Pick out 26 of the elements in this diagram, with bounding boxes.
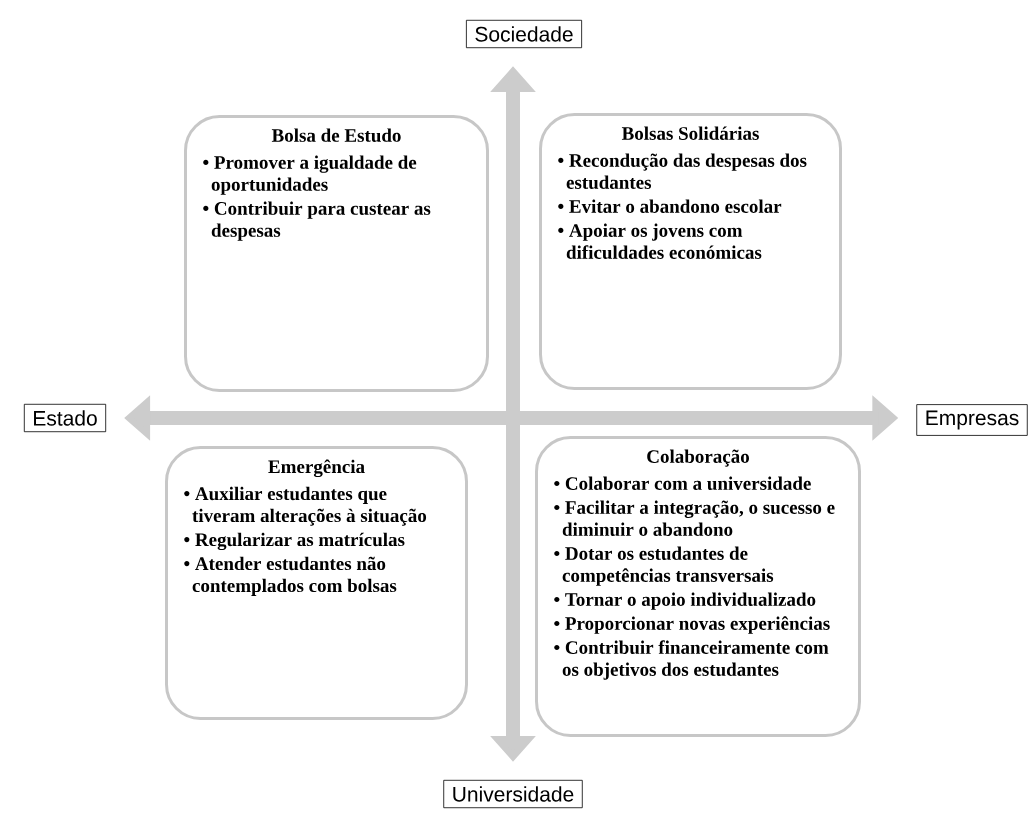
rounded-box <box>539 113 842 390</box>
bullet-item: • Recondução das despesas dos estudantes <box>558 153 807 189</box>
bullet-item: • Auxiliar estudantes que tiveram alterações à situação <box>184 486 427 526</box>
rounded-box <box>535 436 861 737</box>
bullet-item: • Dotar os estudantes de competências transversais <box>554 546 774 586</box>
rounded-box <box>165 446 468 720</box>
axis-label-box: Estado <box>23 403 107 433</box>
axis-label-box: Sociedade <box>466 19 583 49</box>
bullet-item: • Atender estudantes não contemplados com bolsas <box>184 556 397 596</box>
bullet-item: • Contribuir financeiramente com os objetivos dos estudantes <box>554 640 829 680</box>
bullet-item: • Tornar o apoio individualizado <box>554 592 816 610</box>
bullet-item: • Contribuir para custear as despesas <box>203 201 431 241</box>
bullet-item: • Facilitar a integração, o sucesso e diminuir o abandono <box>554 500 835 536</box>
box-heading: Bolsas Solidárias <box>621 126 759 140</box>
axis-label-box: Empresas <box>916 404 1028 436</box>
axis-label-box: Universidade <box>443 779 583 809</box>
box-heading: Colaboração <box>647 449 749 467</box>
bullet-item: • Apoiar os jovens com dificuldades económicas <box>558 223 762 259</box>
box-heading: Emergência <box>268 459 365 478</box>
rounded-box <box>184 115 489 392</box>
bullet-item: • Regularizar as matrículas <box>184 532 405 551</box>
box-heading: Bolsa de Estudo <box>271 128 401 142</box>
bullet-item: • Evitar o abandono escolar <box>558 199 782 213</box>
bullet-item: • Colaborar com a universidade <box>554 476 811 490</box>
bullet-item: • Proporcionar novas experiências <box>554 616 830 634</box>
bullet-item: • Promover a igualdade de oportunidades <box>203 155 417 195</box>
